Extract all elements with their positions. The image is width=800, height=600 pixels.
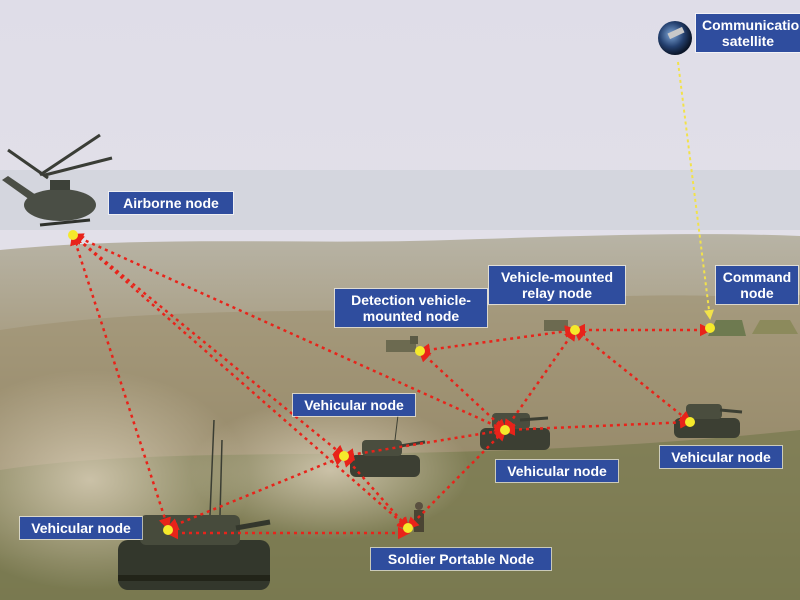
node-dots (68, 230, 715, 535)
label-detection-node: Detection vehicle- mounted node (335, 289, 487, 327)
node-dot-command (705, 323, 715, 333)
node-dot-vehicular-center (339, 451, 349, 461)
relay-vehicle-icon (544, 320, 568, 331)
satellite-link (677, 61, 714, 320)
node-dot-soldier (403, 523, 413, 533)
node-dot-relay (570, 325, 580, 335)
label-vehicular-node-right: Vehicular node (660, 446, 782, 468)
label-airborne-node: Airborne node (109, 192, 233, 214)
label-vehicular-node-mid: Vehicular node (496, 460, 618, 482)
label-soldier-portable-node: Soldier Portable Node (371, 548, 551, 570)
label-vehicular-node-center: Vehicular node (293, 394, 415, 416)
node-dot-vehicular-mid (500, 425, 510, 435)
label-vehicular-node-left: Vehicular node (20, 517, 142, 539)
label-command-node: Command node (716, 266, 798, 304)
helicopter-icon (2, 133, 113, 227)
label-communication-satellite: Communication satellite (696, 14, 800, 52)
label-relay-node: Vehicle-mounted relay node (489, 266, 625, 304)
network-links (70, 232, 713, 540)
node-dot-vehicular-left (163, 525, 173, 535)
tent-icon (708, 320, 798, 336)
satellite-icon (658, 21, 692, 55)
node-dot-vehicular-right (685, 417, 695, 427)
node-dot-airborne (68, 230, 78, 240)
node-dot-detection (415, 346, 425, 356)
